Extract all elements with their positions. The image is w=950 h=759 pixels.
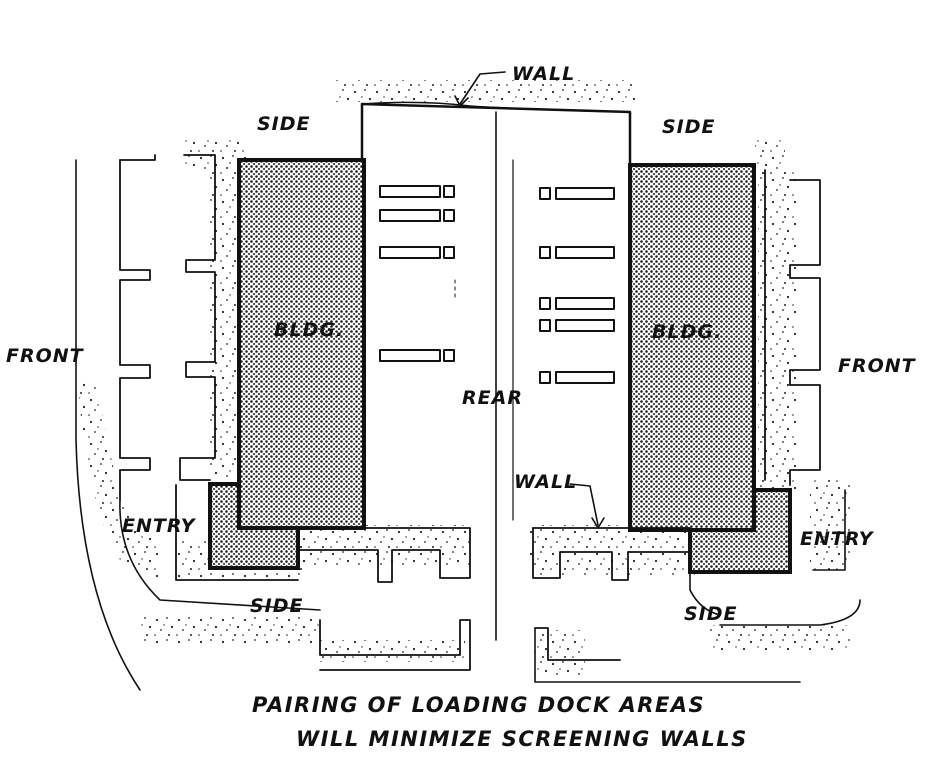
label-entry-left: ENTRY: [122, 515, 197, 537]
caption-line-2: WILL MINIMIZE SCREENING WALLS: [296, 727, 748, 751]
label-side-bottom-right: SIDE: [684, 603, 738, 625]
loading-docks-left: [379, 185, 455, 362]
labels: WALL SIDE SIDE FRONT FRONT BLDG. BLDG. R…: [6, 63, 917, 625]
loading-docks-right: [539, 187, 615, 384]
parking-right-front: [719, 169, 861, 626]
label-wall-mid: WALL: [514, 471, 577, 493]
label-side-bottom-left: SIDE: [250, 595, 304, 617]
label-front-left: FRONT: [6, 345, 85, 367]
building-left: [208, 158, 366, 570]
label-bldg-right: BLDG.: [652, 321, 722, 343]
label-wall-top: WALL: [512, 63, 575, 85]
center-divider: [454, 111, 514, 641]
label-bldg-left: BLDG.: [274, 319, 344, 341]
caption-line-1: PAIRING OF LOADING DOCK AREAS: [252, 693, 705, 717]
label-side-top-left: SIDE: [257, 113, 311, 135]
service-yard-walls: [360, 101, 632, 167]
label-front-right: FRONT: [838, 355, 917, 377]
label-entry-right: ENTRY: [800, 528, 875, 550]
building-right: [628, 163, 792, 574]
parking-bottom: [175, 484, 801, 683]
label-side-top-right: SIDE: [662, 116, 716, 138]
wall-callout-leaders: [454, 71, 605, 529]
parking-left-front: [75, 154, 321, 691]
caption: PAIRING OF LOADING DOCK AREAS WILL MINIM…: [252, 693, 748, 751]
label-rear: REAR: [462, 387, 523, 409]
